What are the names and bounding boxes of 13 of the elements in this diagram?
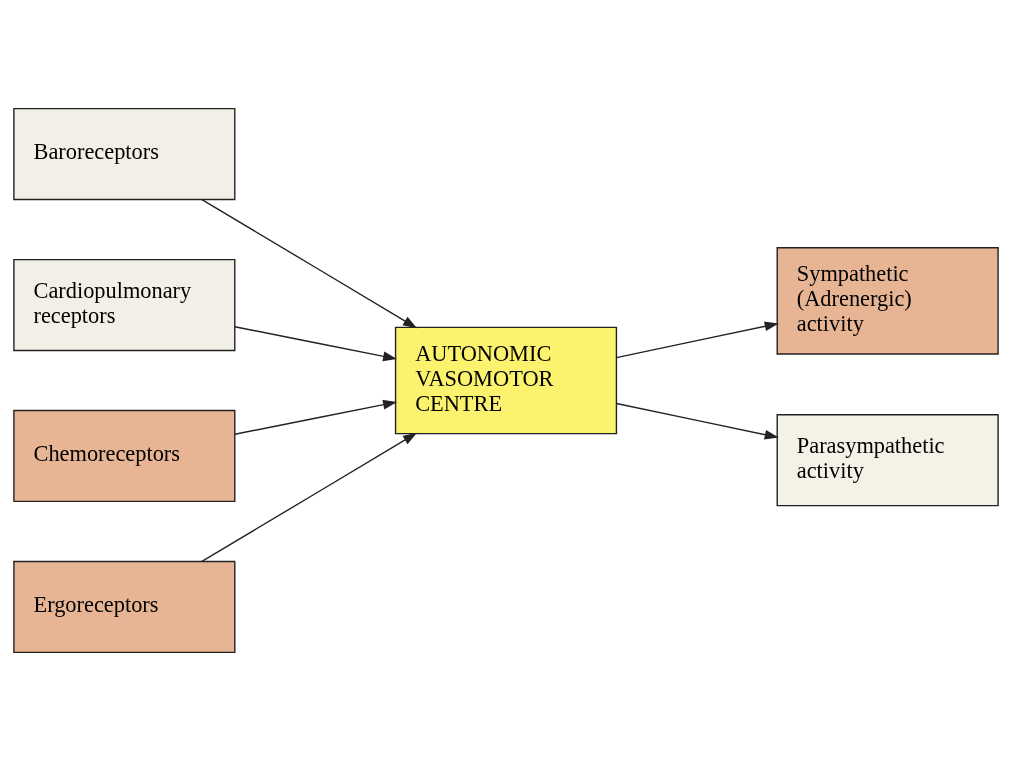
node-box: AUTONOMIC VASOMOTOR CENTRE <box>394 326 618 435</box>
node-box: Parasympathetic activity <box>776 414 999 507</box>
arrow <box>615 321 779 359</box>
arrow <box>234 326 398 362</box>
arrow <box>201 432 417 563</box>
arrow <box>615 402 779 440</box>
arrow <box>201 198 417 329</box>
node-box: Chemoreceptors <box>13 409 236 503</box>
node-box: Baroreceptors <box>13 107 236 201</box>
arrow <box>234 399 398 435</box>
node-box: Sympathetic (Adrenergic) activity <box>776 247 999 355</box>
node-box: Ergoreceptors <box>13 560 236 654</box>
node-box: Cardiopulmonary receptors <box>13 258 236 352</box>
